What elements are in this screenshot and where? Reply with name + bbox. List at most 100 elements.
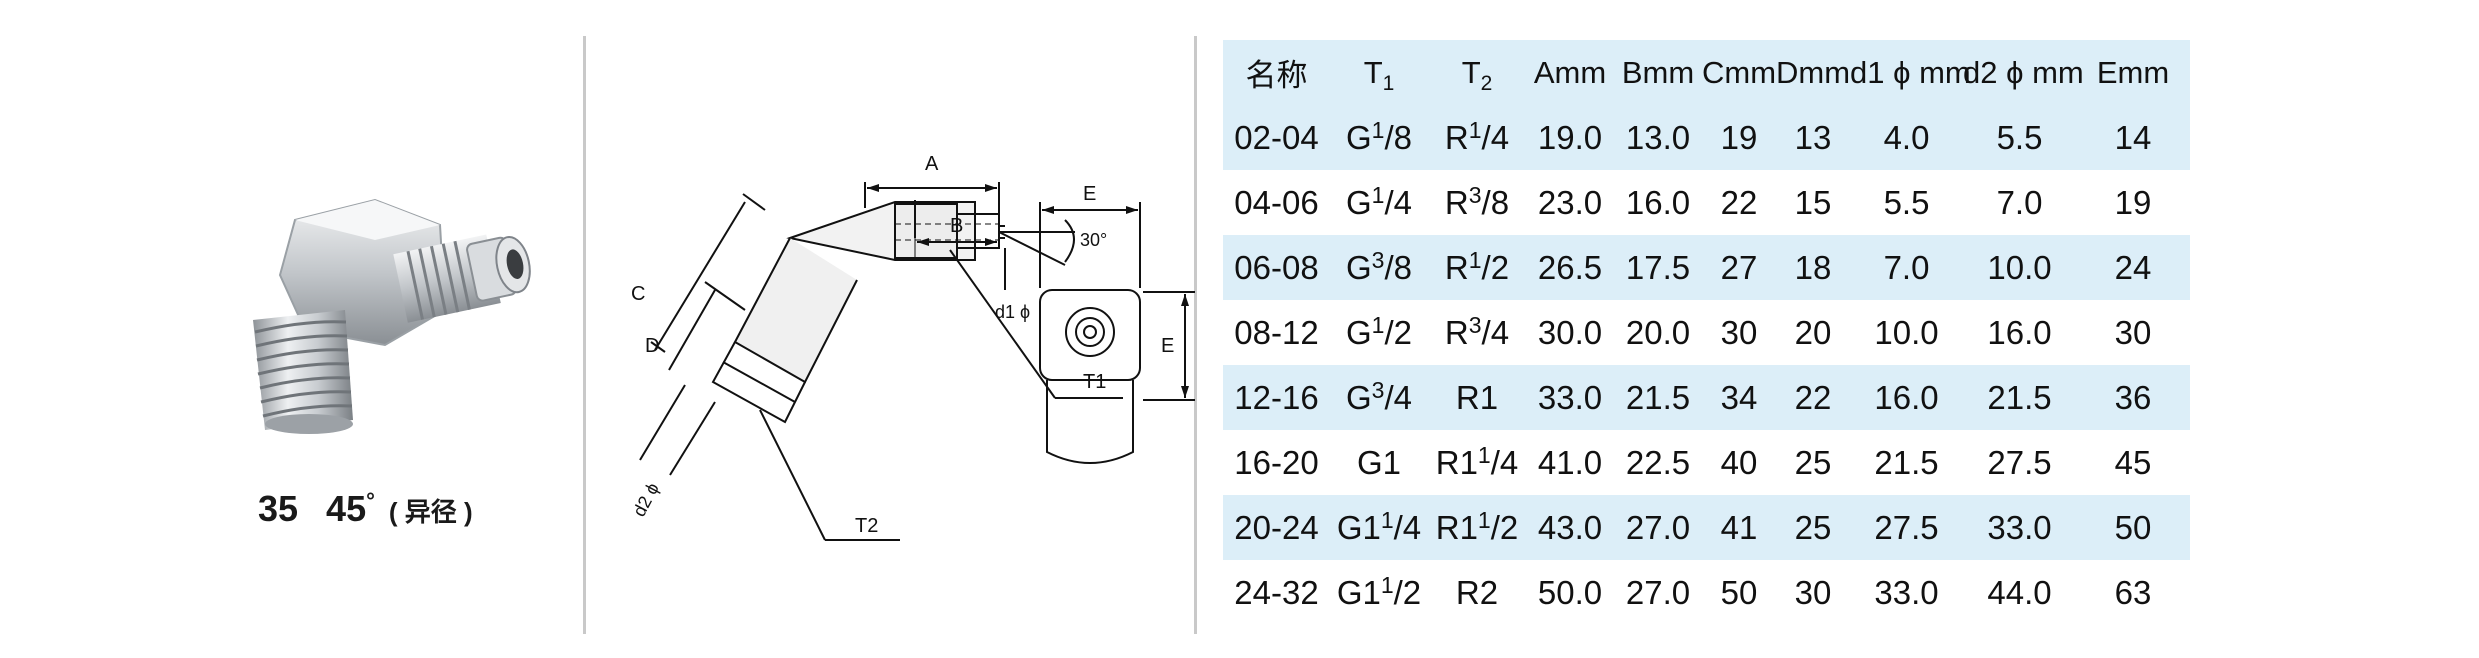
- table-cell: 50: [2076, 495, 2190, 560]
- table-cell: 7.0: [1996, 183, 2043, 221]
- dim-label-t1: T1: [1083, 371, 1106, 393]
- table-cell: 04-06: [1234, 183, 1319, 221]
- table-cell: R3/4: [1444, 311, 1510, 351]
- table-cell: 33.0: [1963, 495, 2076, 560]
- table-cell: 22.5: [1625, 443, 1691, 481]
- table-cell: 33.0: [1874, 573, 1939, 611]
- header-cell: d2 ϕ mm: [1963, 40, 2084, 105]
- table-cell: 16.0: [1987, 313, 2052, 351]
- table-cell: 4.0: [1850, 105, 1963, 170]
- table-cell: 50.0: [1537, 573, 1603, 611]
- table-cell: 36: [2076, 365, 2190, 430]
- table-cell: 23.0: [1537, 183, 1603, 221]
- table-cell: 45: [2114, 443, 2152, 481]
- dim-label-d2: d2 ϕ: [629, 479, 663, 519]
- angle-value: 45: [326, 488, 367, 529]
- table-cell: 14: [2076, 105, 2190, 170]
- table-cell: 24: [2076, 235, 2190, 300]
- table-cell: 15: [1794, 183, 1832, 221]
- product-angle: 45°: [326, 488, 375, 529]
- table-cell: 5.5: [1963, 105, 2076, 170]
- table-cell: 5.5: [1883, 183, 1930, 221]
- dim-label-e-front: E: [1083, 183, 1096, 205]
- degree-symbol: °: [366, 488, 375, 513]
- product-note: ( 异径 ): [388, 497, 473, 527]
- table-cell: 25: [1794, 443, 1832, 481]
- header-cell: Cmm: [1702, 40, 1776, 105]
- product-caption: 35 45° ( 异径 ): [258, 488, 473, 530]
- table-cell: 25: [1776, 495, 1850, 560]
- header-cell: T2: [1428, 40, 1526, 105]
- table-cell: 17.5: [1614, 235, 1702, 300]
- table-cell: 30: [1794, 573, 1832, 611]
- table-cell: 16.0: [1850, 365, 1963, 430]
- dim-label-d: D: [645, 335, 659, 357]
- header-cell: Amm: [1526, 40, 1614, 105]
- dim-label-c: C: [631, 283, 645, 305]
- table-cell: 13: [1776, 105, 1850, 170]
- table-cell: 27.0: [1625, 573, 1691, 611]
- table-cell: R3/8: [1444, 181, 1510, 221]
- table-cell: G1/4: [1346, 181, 1412, 221]
- table-cell: 41.0: [1537, 443, 1603, 481]
- table-cell: 18: [1776, 235, 1850, 300]
- table-cell: 13.0: [1614, 105, 1702, 170]
- table-cell: G1/2: [1346, 311, 1412, 351]
- table-cell: 19: [1702, 105, 1776, 170]
- table-cell: 30.0: [1537, 313, 1603, 351]
- panel-divider-right: [1194, 36, 1197, 634]
- table-cell: R2: [1455, 573, 1499, 611]
- table-cell: G3/4: [1330, 365, 1428, 430]
- table-cell: 22: [1720, 183, 1758, 221]
- table-cell: 33.0: [1526, 365, 1614, 430]
- table-cell: 30: [2114, 313, 2152, 351]
- table-cell: 50: [1720, 573, 1758, 611]
- table-cell: G11/4: [1330, 495, 1428, 560]
- table-cell: 10.0: [1963, 235, 2076, 300]
- header-cell: Bmm: [1614, 40, 1702, 105]
- table-cell: R1/2: [1428, 235, 1526, 300]
- header-cell: 名称: [1223, 40, 1330, 105]
- table-cell: 22: [1776, 365, 1850, 430]
- product-code: 35: [258, 488, 299, 529]
- table-cell: R1: [1428, 365, 1526, 430]
- header-cell: d1 ϕ mm: [1850, 40, 1971, 105]
- table-cell: 27.5: [1987, 443, 2052, 481]
- table-cell: 08-12: [1234, 313, 1319, 351]
- table-cell: 20.0: [1625, 313, 1691, 351]
- table-cell: 10.0: [1874, 313, 1939, 351]
- table-cell: 16.0: [1625, 183, 1691, 221]
- table-cell: 06-08: [1223, 235, 1330, 300]
- table-cell: 21.5: [1874, 443, 1939, 481]
- table-cell: 21.5: [1614, 365, 1702, 430]
- table-cell: 40: [1720, 443, 1758, 481]
- table-cell: 27.0: [1614, 495, 1702, 560]
- table-row: 04-06 G1/4 R3/8 23.0 16.0 22 15 5.5 7.0 19: [1223, 170, 2190, 235]
- header-cell: Emm: [2076, 40, 2190, 105]
- table-cell: 19.0: [1526, 105, 1614, 170]
- table-cell: 26.5: [1526, 235, 1614, 300]
- table-cell: 27.5: [1850, 495, 1963, 560]
- spec-table: 名称 T1 T2 Amm Bmm Cmm Dmm d1 ϕ mm d2 ϕ mm…: [1223, 40, 2190, 625]
- product-photo: [253, 198, 531, 434]
- dim-label-angle: 30°: [1080, 230, 1107, 250]
- header-cell: T1: [1330, 40, 1428, 105]
- dim-label-a: A: [925, 153, 939, 175]
- table-cell: 21.5: [1963, 365, 2076, 430]
- table-cell: 19: [2114, 183, 2152, 221]
- table-cell: 41: [1702, 495, 1776, 560]
- dim-label-d1: d1 ϕ: [995, 302, 1030, 322]
- table-header-row: 名称 T1 T2 Amm Bmm Cmm Dmm d1 ϕ mm d2 ϕ mm…: [1223, 40, 2190, 105]
- header-cell: Dmm: [1776, 40, 1850, 105]
- table-cell: 43.0: [1526, 495, 1614, 560]
- table-cell: 63: [2114, 573, 2152, 611]
- panel-divider-left: [583, 36, 586, 634]
- table-cell: R1/4: [1428, 105, 1526, 170]
